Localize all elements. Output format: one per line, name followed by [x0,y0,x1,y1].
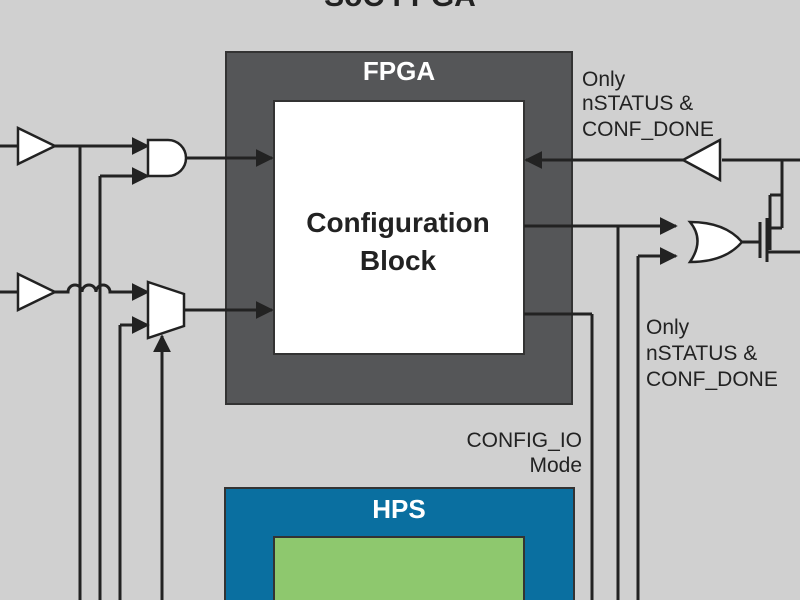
nmos-transistor-icon [758,195,800,262]
fpga-title: FPGA [363,56,435,86]
top-title: SoC FPGA [324,0,476,13]
label-only-right-2: nSTATUS & [646,342,757,365]
right-wiring [524,137,800,600]
buffer-triangle-icon [16,126,58,166]
buffer-triangle-icon [16,272,58,312]
config-block-label-line2: Block [360,245,437,276]
hps-inner-block [273,536,525,600]
label-config-io-2: Mode [529,454,582,477]
label-only-right-1: Only [646,316,690,339]
hps-title: HPS [372,494,425,524]
config-block-label-line1: Configuration [306,207,490,238]
fpga-box: FPGA Configuration Block [225,51,573,405]
label-only-top-2: nSTATUS & [582,92,693,115]
left-wiring [0,126,274,600]
and-gate-icon [146,138,188,178]
mux-icon [146,280,186,340]
configuration-block [273,100,525,355]
label-config-io: CONFIG_IO Mode [466,429,582,477]
hps-box: HPS [224,487,575,600]
label-config-io-1: CONFIG_IO [466,429,582,452]
label-only-right: Only nSTATUS & CONF_DONE [646,316,778,391]
or-gate-icon [687,220,744,264]
label-only-top-1: Only [582,68,626,91]
label-only-top-3: CONF_DONE [582,118,714,141]
label-only-top: Only nSTATUS & CONF_DONE [582,68,714,141]
label-only-right-3: CONF_DONE [646,368,778,391]
buffer-triangle-icon [680,137,722,183]
